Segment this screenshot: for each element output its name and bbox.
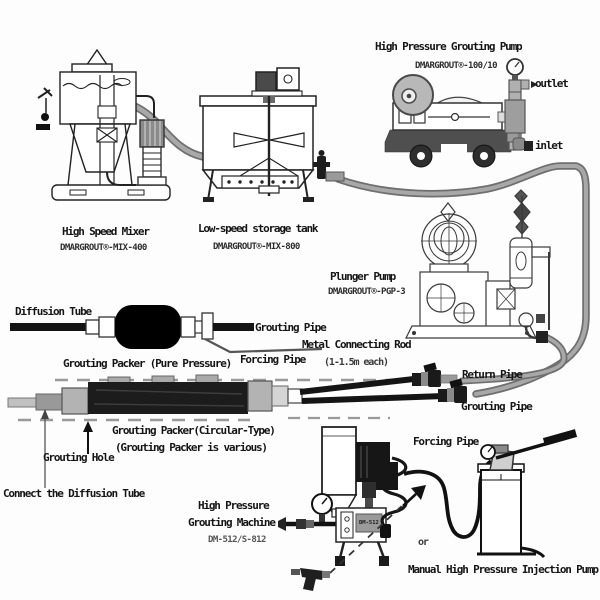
diffusion-tube-line (10, 323, 86, 331)
rod-length-label: (1-1.5m each) (324, 357, 389, 368)
storage-tank-drawing (199, 67, 345, 202)
hp-grouting-pump-drawing (384, 58, 538, 168)
mixer-model: DMARGROUT®-MIX-400 (60, 243, 147, 253)
hose-reel (392, 74, 434, 116)
plug-icon (380, 524, 391, 538)
machine-gauge (311, 493, 333, 522)
grouting-pipe-coupling (438, 378, 467, 403)
plunger-cylinder-assembly (496, 189, 551, 343)
packer-circular-label: Grouting Packer(Circular-Type) (112, 424, 276, 437)
tank-agitator-motor (251, 67, 303, 103)
grouting-pipe-line (213, 323, 254, 331)
packer-various-label: (Grouting Packer is various) (115, 441, 268, 454)
plunger-pump-drawing (405, 189, 551, 343)
hp-pump-title: High Pressure Grouting Pump (375, 40, 523, 53)
forcing-pipe-upper-label: Forcing Pipe (240, 353, 306, 366)
machine-motor (356, 442, 398, 508)
coiled-cable-icon (380, 456, 408, 527)
outlet-arrow-icon (531, 81, 538, 88)
packer-body-icon (88, 382, 248, 414)
grouting-pipe-upper-label: Grouting Pipe (255, 321, 327, 334)
hp-pump-model: DMARGROUT®-100/10 (415, 61, 498, 71)
plunger-pump-model: DMARGROUT®-PGP-3 (328, 287, 406, 297)
pump-outlet-column (504, 58, 538, 151)
mixer-motor (137, 119, 167, 186)
machine-badge: DM-512 (359, 520, 379, 526)
forcing-pipe-line (204, 338, 323, 354)
mixer-to-tank-hose (130, 102, 208, 161)
lever-grip (542, 429, 578, 446)
grouting-hole-arrow-icon (83, 421, 93, 454)
manual-pump-title: Manual High Pressure Injection Pump (408, 563, 599, 576)
grouting-machine-drawing (278, 416, 426, 591)
or-label: or (418, 537, 429, 548)
return-pipe-label: Return Pipe (462, 368, 523, 381)
packer-pure-label: Grouting Packer (Pure Pressure) (63, 357, 232, 370)
outlet-label: outlet (535, 77, 569, 90)
inlet-label: inlet (535, 139, 563, 152)
inlet-fitting-icon (524, 141, 533, 151)
tank-outlet-valve (313, 150, 345, 182)
dashed-connection-line (329, 501, 407, 574)
pure-pressure-packer-drawing (10, 305, 323, 354)
tank-title: Low-speed storage tank (198, 222, 318, 235)
forcing-pipe-lower-label: Forcing Pipe (413, 435, 479, 448)
metal-connecting-rod-label: Metal Connecting Rod (302, 338, 412, 351)
machine-title-line1: High Pressure (198, 499, 270, 512)
mixer-title: High Speed Mixer (62, 225, 150, 238)
grouting-hole-label: Grouting Hole (43, 451, 115, 464)
manual-pump-drawing (477, 429, 578, 559)
tank-model: DMARGROUT®-MIX-800 (213, 242, 300, 252)
machine-title-line2: Grouting Machine (188, 516, 276, 529)
connect-diffusion-arrow-icon (41, 409, 49, 488)
grout-gun-icon (291, 568, 330, 591)
connection-arrow-icon (402, 485, 426, 507)
grouting-pipe-lower-label: Grouting Pipe (461, 400, 533, 413)
packer-bulb-icon (115, 305, 181, 349)
mixer-left-valve (36, 87, 53, 130)
plunger-to-return-pipe-hose (458, 331, 568, 385)
connect-diffusion-label: Connect the Diffusion Tube (3, 487, 145, 500)
circular-packer-drawing (7, 362, 467, 488)
plunger-pump-title: Plunger Pump (330, 270, 396, 283)
machine-model: DM-512/S-812 (208, 535, 266, 545)
return-pipe-coupling (412, 362, 458, 387)
high-speed-mixer-drawing (36, 48, 171, 201)
diffusion-tube-label: Diffusion Tube (15, 305, 92, 318)
